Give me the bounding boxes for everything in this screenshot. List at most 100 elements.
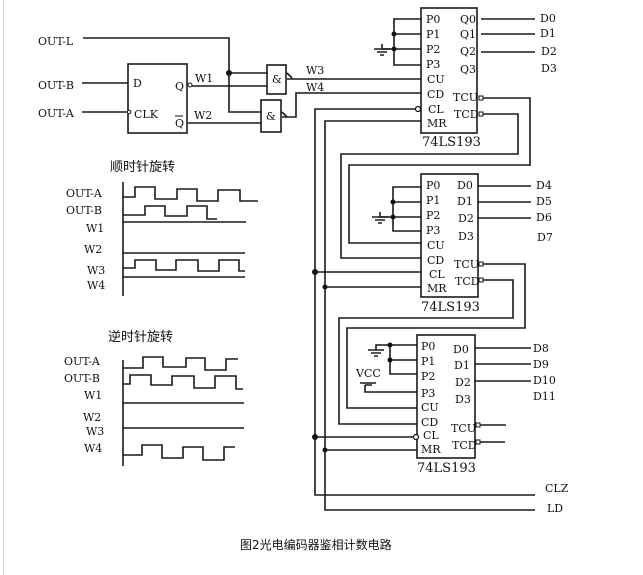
counter-3-output-lines	[475, 347, 531, 382]
figure-caption: 图2光电编码器鉴相计数电路	[240, 537, 392, 552]
junction	[387, 357, 393, 363]
vcc-label: VCC	[355, 367, 381, 380]
pin: D2	[458, 212, 474, 225]
tcd-bubble	[478, 277, 484, 283]
timing-1-label-w3: W3	[87, 264, 105, 277]
output-d2: D2	[541, 45, 557, 58]
timing-1-label-w4: W4	[87, 279, 105, 292]
counter-1-preset-wires	[382, 18, 421, 66]
pin: TCD	[452, 439, 477, 452]
timing-2-label-w1: W1	[84, 389, 102, 402]
pin: TCU	[454, 258, 479, 271]
wire-clz-bus	[314, 108, 535, 496]
pin: P1	[426, 28, 440, 41]
output-d5: D5	[536, 195, 552, 208]
counter-1-output-lines	[481, 18, 535, 53]
q-bubble	[187, 82, 193, 88]
pin: MR	[421, 443, 441, 456]
output-d10: D10	[533, 374, 556, 387]
counter-2-cl-mr-wires	[315, 271, 421, 288]
timing-1-label-out-a: OUT-A	[66, 187, 103, 200]
timing-2-label-w4: W4	[84, 442, 102, 455]
junction	[322, 284, 328, 290]
label-ld: LD	[547, 502, 563, 515]
output-d3: D3	[541, 62, 557, 75]
output-d6: D6	[536, 211, 552, 224]
pin: Q1	[460, 28, 476, 41]
counter-2-pins: P0 P1 P2 P3 CU CD CL MR D0 D1 D2 D3 TCU …	[426, 179, 480, 295]
tcu-bubble	[478, 95, 484, 101]
label-w2: W2	[194, 109, 212, 122]
counter-2-output-lines	[478, 185, 531, 219]
label-w3: W3	[306, 64, 324, 77]
ground-icon	[368, 349, 384, 357]
pin: D3	[455, 393, 471, 406]
and-gate-1	[266, 64, 287, 95]
pin: P3	[426, 58, 440, 71]
label-out-l: OUT-L	[38, 35, 74, 48]
clk-inverter-bubble	[126, 109, 132, 115]
pin: CU	[421, 401, 439, 414]
counter-3-carry-wires	[480, 424, 506, 443]
pin: Q3	[460, 63, 476, 76]
output-d8: D8	[533, 342, 549, 355]
pin: P2	[421, 370, 435, 383]
counter-2-preset-wires	[380, 186, 421, 232]
label-out-b: OUT-B	[38, 79, 74, 92]
counter-3-pins: P0 P1 P2 P3 CU CD CL MR D0 D1 D2 D3 TCU …	[421, 340, 477, 456]
counter-1-part: 74LS193	[422, 135, 481, 150]
timing-2-label-w3: W3	[86, 425, 104, 438]
pin: D1	[454, 359, 470, 372]
pin: P1	[426, 194, 440, 207]
cl-bubble	[412, 433, 420, 441]
pin: P0	[421, 340, 435, 353]
pin: Q0	[460, 13, 476, 26]
timing-2-label-w2: W2	[83, 411, 101, 424]
tcd-bubble	[478, 111, 484, 117]
pin: CD	[427, 88, 444, 101]
timing-2-label-out-b: OUT-B	[64, 372, 100, 385]
wire-ld-bus	[324, 120, 535, 511]
cl-bubble	[414, 105, 422, 113]
output-d0: D0	[540, 12, 556, 25]
border-line	[3, 0, 4, 575]
vcc-wire	[360, 382, 417, 393]
junction	[312, 434, 318, 440]
timing-2-wave-w4	[123, 444, 235, 461]
label-clz: CLZ	[545, 482, 569, 495]
counter-3-part: 74LS193	[417, 461, 476, 476]
pin: CL	[428, 103, 444, 116]
tcu-bubble	[478, 261, 484, 267]
pin: CL	[423, 429, 439, 442]
counter-2	[420, 173, 479, 298]
pin: MR	[427, 282, 447, 295]
timing-2-title: 逆时针旋转	[108, 329, 173, 345]
label-w1: W1	[195, 72, 213, 85]
ground-icon	[374, 44, 390, 56]
pin: D0	[453, 343, 469, 356]
pin: CU	[427, 73, 445, 86]
wire-tcd1-cd2	[340, 113, 519, 259]
ff-q-pin: Q	[175, 80, 184, 93]
pin: TCU	[451, 422, 476, 435]
pin: P0	[426, 179, 440, 192]
and-gate-1-symbol: &	[272, 73, 282, 86]
junction	[390, 199, 396, 205]
counter-2-part: 74LS193	[421, 300, 480, 315]
wire-tcu2-cu3	[346, 263, 526, 409]
counter-1-pins: P0 P1 P2 P3 CU CD CL MR Q0 Q1 Q2 Q3 TCU …	[426, 13, 479, 130]
timing-1-label-w2: W2	[84, 243, 102, 256]
wire-w4-cd	[282, 92, 421, 118]
pin: P2	[426, 209, 440, 222]
junction	[322, 447, 328, 453]
output-d9: D9	[533, 358, 549, 371]
junction	[390, 214, 396, 220]
d-flipflop	[127, 63, 188, 134]
junction	[312, 269, 318, 275]
junction	[391, 46, 397, 52]
ff-d-pin: D	[133, 77, 142, 90]
counter-3	[416, 334, 476, 459]
junction	[387, 342, 393, 348]
